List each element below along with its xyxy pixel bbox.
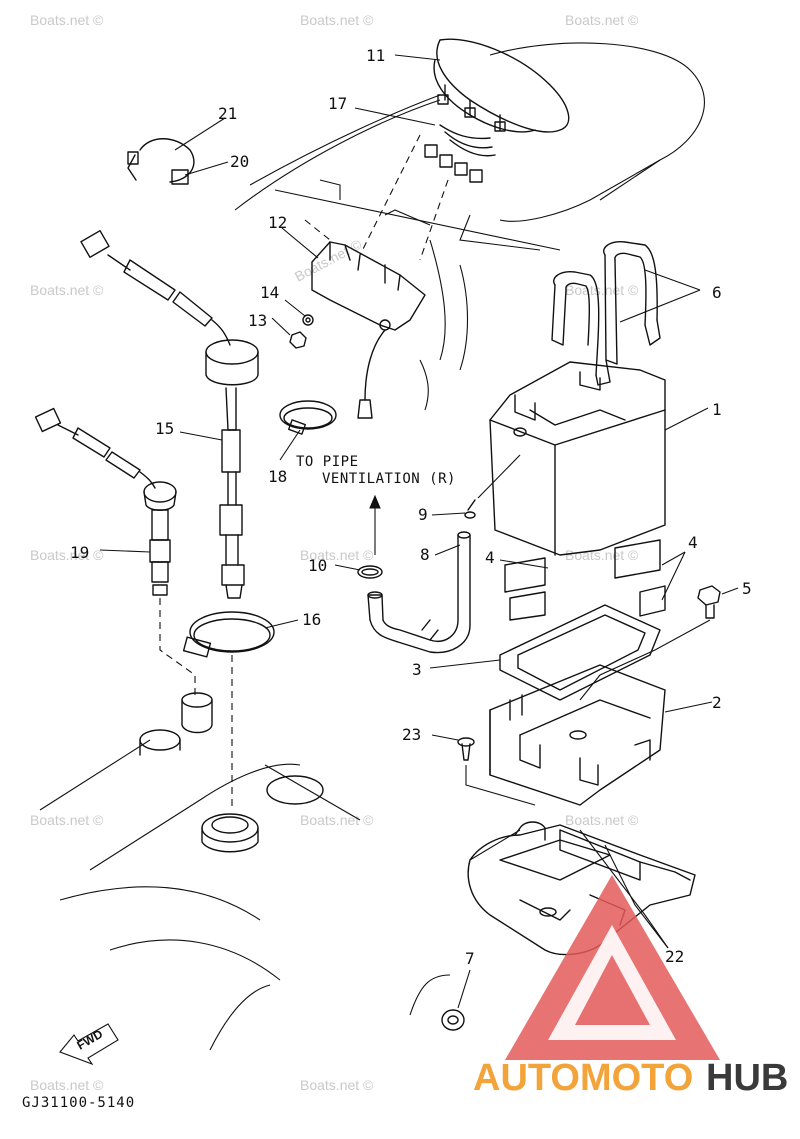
sensor-lead bbox=[80, 230, 259, 599]
callout-21: 21 bbox=[218, 104, 237, 123]
callout-6: 6 bbox=[712, 283, 722, 302]
callout-22: 22 bbox=[665, 947, 684, 966]
washer bbox=[302, 314, 314, 326]
callout-14: 14 bbox=[260, 283, 279, 302]
watermark: Boats.net © bbox=[565, 812, 639, 828]
pipe-note: TO PIPE VENTILATION (R) bbox=[296, 454, 456, 487]
leader-lines bbox=[99, 54, 739, 1009]
callout-8: 8 bbox=[420, 545, 430, 564]
watermark: Boats.net © bbox=[300, 1077, 374, 1093]
watermark: Boats.net © bbox=[565, 12, 639, 28]
hose-clamp-18 bbox=[279, 400, 337, 435]
watermark: Boats.net © bbox=[300, 12, 374, 28]
callout-13: 13 bbox=[248, 311, 267, 330]
watermark: Boats.net © bbox=[30, 547, 104, 563]
nut bbox=[289, 331, 307, 349]
callout-20: 20 bbox=[230, 152, 249, 171]
hull-fittings bbox=[139, 692, 324, 853]
battery-mat bbox=[499, 604, 661, 701]
callout-labels: 1 2 3 4 4 5 6 7 8 9 10 11 12 13 14 15 16… bbox=[70, 46, 752, 968]
brand-name-part2: HUB bbox=[706, 1057, 788, 1099]
callout-23: 23 bbox=[402, 725, 421, 744]
ground-wire bbox=[357, 329, 386, 419]
clip-band bbox=[127, 138, 195, 185]
callout-12: 12 bbox=[268, 213, 287, 232]
battery-tray bbox=[489, 664, 666, 806]
meter-assembly bbox=[433, 38, 570, 133]
hull-outline bbox=[39, 42, 705, 1051]
battery-pads bbox=[504, 539, 666, 621]
callout-9: 9 bbox=[418, 505, 428, 524]
callout-4-b: 4 bbox=[688, 533, 698, 552]
callout-2: 2 bbox=[712, 693, 722, 712]
callout-16: 16 bbox=[302, 610, 321, 629]
watermark: Boats.net © bbox=[30, 12, 104, 28]
bracket bbox=[311, 241, 426, 331]
battery-bands bbox=[551, 240, 661, 386]
watermark: Boats.net © bbox=[30, 1077, 104, 1093]
ventilation-hose bbox=[367, 531, 471, 654]
callout-18: 18 bbox=[268, 467, 287, 486]
callout-7: 7 bbox=[465, 949, 475, 968]
fastener-guides bbox=[465, 619, 711, 806]
callout-4: 4 bbox=[485, 548, 495, 567]
vent-fitting-9 bbox=[464, 499, 476, 519]
watermark: Boats.net © bbox=[30, 812, 104, 828]
callout-19: 19 bbox=[70, 543, 89, 562]
bolt-5 bbox=[697, 585, 721, 619]
brand-logo: AUTOMOTO HUB bbox=[473, 875, 788, 1099]
harness-connectors bbox=[424, 124, 496, 183]
hose-clip-10 bbox=[357, 565, 383, 579]
callout-5: 5 bbox=[742, 579, 752, 598]
callout-11: 11 bbox=[366, 46, 385, 65]
diagram-code: GJ31100-5140 bbox=[22, 1095, 135, 1111]
callout-17: 17 bbox=[328, 94, 347, 113]
watermark: Boats.net © bbox=[565, 282, 639, 298]
fwd-arrow: FWD bbox=[59, 1023, 119, 1066]
sensor-lead-2 bbox=[34, 407, 196, 700]
washer-7 bbox=[441, 1009, 465, 1031]
brand-name-part1: AUTOMOTO bbox=[473, 1057, 693, 1099]
fwd-label: FWD bbox=[75, 1027, 106, 1053]
watermark: Boats.net © bbox=[565, 547, 639, 563]
note-line-2: VENTILATION (R) bbox=[322, 471, 456, 487]
watermark: Boats.net © bbox=[300, 812, 374, 828]
vent-arrow bbox=[369, 454, 521, 555]
watermark: Boats.net © bbox=[300, 547, 374, 563]
note-line-1: TO PIPE bbox=[296, 454, 359, 470]
logo-core-icon bbox=[575, 955, 650, 1025]
watermarks: Boats.net © Boats.net © Boats.net © Boat… bbox=[30, 12, 639, 1093]
hose-clamp-16 bbox=[182, 611, 275, 810]
callout-15: 15 bbox=[155, 419, 174, 438]
callout-3: 3 bbox=[412, 660, 422, 679]
screw-23 bbox=[457, 737, 475, 761]
callout-1: 1 bbox=[712, 400, 722, 419]
watermark: Boats.net © bbox=[30, 282, 104, 298]
callout-10: 10 bbox=[308, 556, 327, 575]
